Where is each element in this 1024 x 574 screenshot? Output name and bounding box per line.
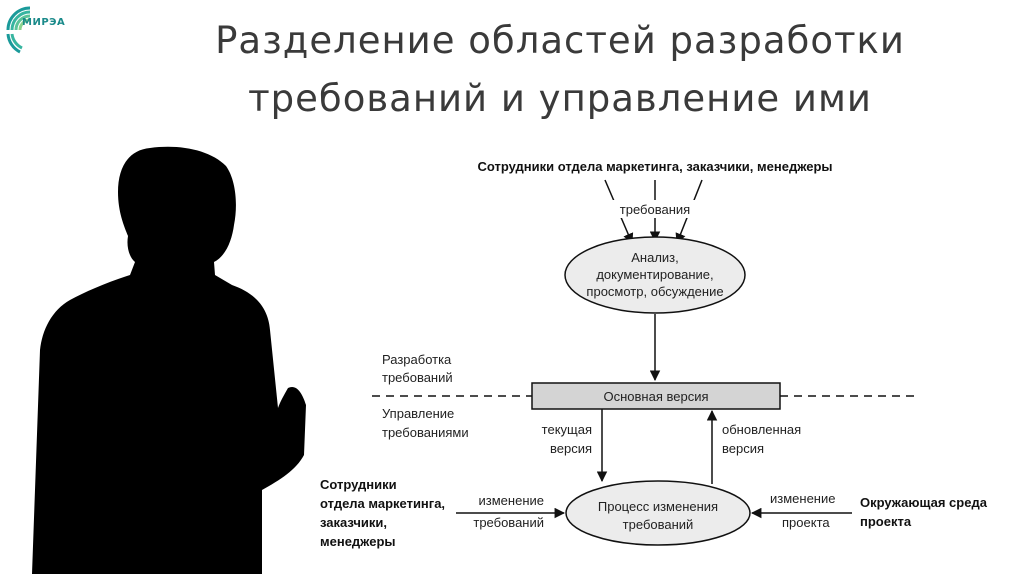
- person-silhouette: [32, 146, 306, 574]
- left-actors-line-4: менеджеры: [320, 534, 396, 549]
- current-version-line-2: версия: [550, 441, 592, 456]
- zone-development-line-2: требований: [382, 370, 453, 385]
- title-line-1: Разделение областей разработки: [215, 19, 905, 62]
- top-actors-label: Сотрудники отдела маркетинга, заказчики,…: [477, 159, 832, 174]
- updated-version-line-2: версия: [722, 441, 764, 456]
- change-process-line-1: Процесс изменения: [598, 499, 718, 514]
- baseline-box: [531, 382, 781, 410]
- current-version-line-1: текущая: [542, 422, 592, 437]
- change-process-line-2: требований: [623, 517, 694, 532]
- project-change-line-1: изменение: [770, 491, 835, 506]
- title-line-2: требований и управление ими: [248, 77, 872, 120]
- zone-management-line-2: требованиями: [382, 425, 469, 440]
- change-process-ellipse: [565, 480, 751, 546]
- left-actors-line-3: заказчики,: [320, 515, 387, 530]
- project-change-line-2: проекта: [782, 515, 830, 530]
- zone-management-line-1: Управление: [382, 406, 454, 421]
- requirements-label: требования: [620, 202, 690, 217]
- baseline-label: Основная версия: [603, 389, 708, 404]
- req-change-line-2: требований: [473, 515, 544, 530]
- left-actors-line-1: Сотрудники: [320, 477, 397, 492]
- analysis-line-1: Анализ,: [631, 250, 679, 265]
- page-title: Разделение областей разработки требовани…: [160, 12, 960, 128]
- analysis-line-3: просмотр, обсуждение: [586, 284, 723, 299]
- mirea-logo: [6, 6, 31, 54]
- req-change-line-1: изменение: [479, 493, 544, 508]
- updated-version-line-1: обновленная: [722, 422, 801, 437]
- zone-development-line-1: Разработка: [382, 352, 452, 367]
- logo-text: МИРЭА: [22, 17, 66, 28]
- analysis-ellipse: [564, 236, 746, 314]
- analysis-line-2: документирование,: [596, 267, 713, 282]
- environment-line-1: Окружающая среда: [860, 495, 988, 510]
- environment-line-2: проекта: [860, 514, 912, 529]
- left-actors-line-2: отдела маркетинга,: [320, 496, 445, 511]
